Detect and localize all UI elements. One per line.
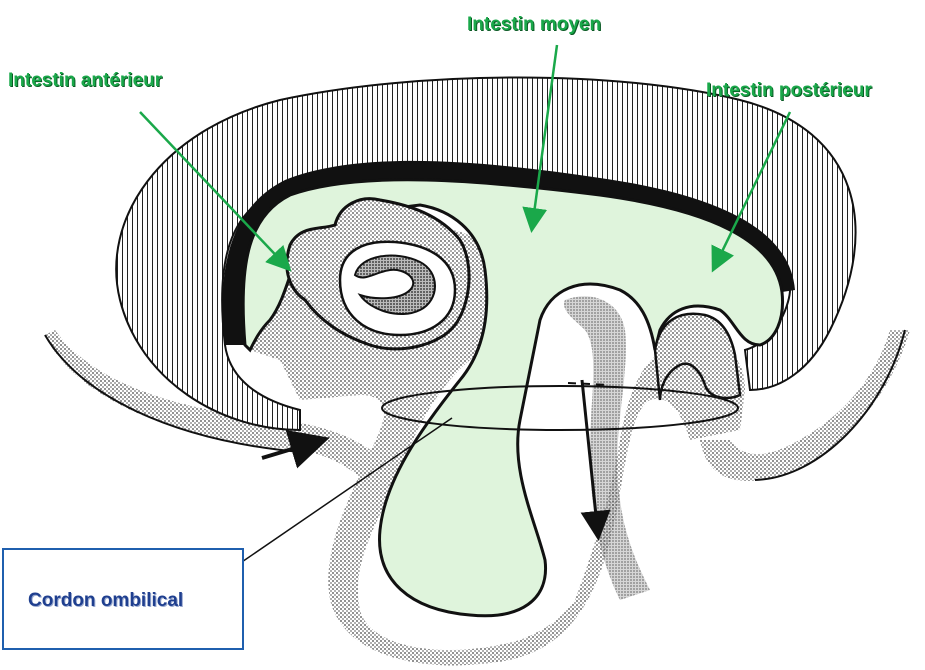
allantois-band	[564, 296, 650, 600]
body-wall-left	[45, 330, 395, 500]
dash-mark	[567, 382, 611, 386]
umbilical-ring	[381, 385, 739, 431]
hindgut-loop	[653, 312, 742, 401]
dorsal-mesoderm	[115, 76, 857, 432]
label-midgut: Intestin moyen	[467, 14, 602, 35]
label-anterior-gut: Intestin antérieur	[8, 70, 163, 91]
label-posterior-gut: Intestin postérieur	[706, 80, 872, 101]
arrow-down	[580, 379, 611, 541]
label-umbilical-cord: Cordon ombilical	[28, 590, 184, 611]
pointer-midgut	[522, 44, 559, 233]
arrow-left	[261, 430, 330, 469]
body-wall-right-outline	[754, 329, 906, 481]
pointer-posterior	[711, 111, 792, 273]
pointer-umbilical	[235, 417, 453, 567]
body-wall-right	[700, 330, 910, 481]
inner-loop-core	[353, 254, 436, 315]
body-wall-left-outline	[44, 334, 301, 453]
pointer-anterior	[139, 111, 292, 272]
umbilical-label-box	[2, 548, 244, 650]
